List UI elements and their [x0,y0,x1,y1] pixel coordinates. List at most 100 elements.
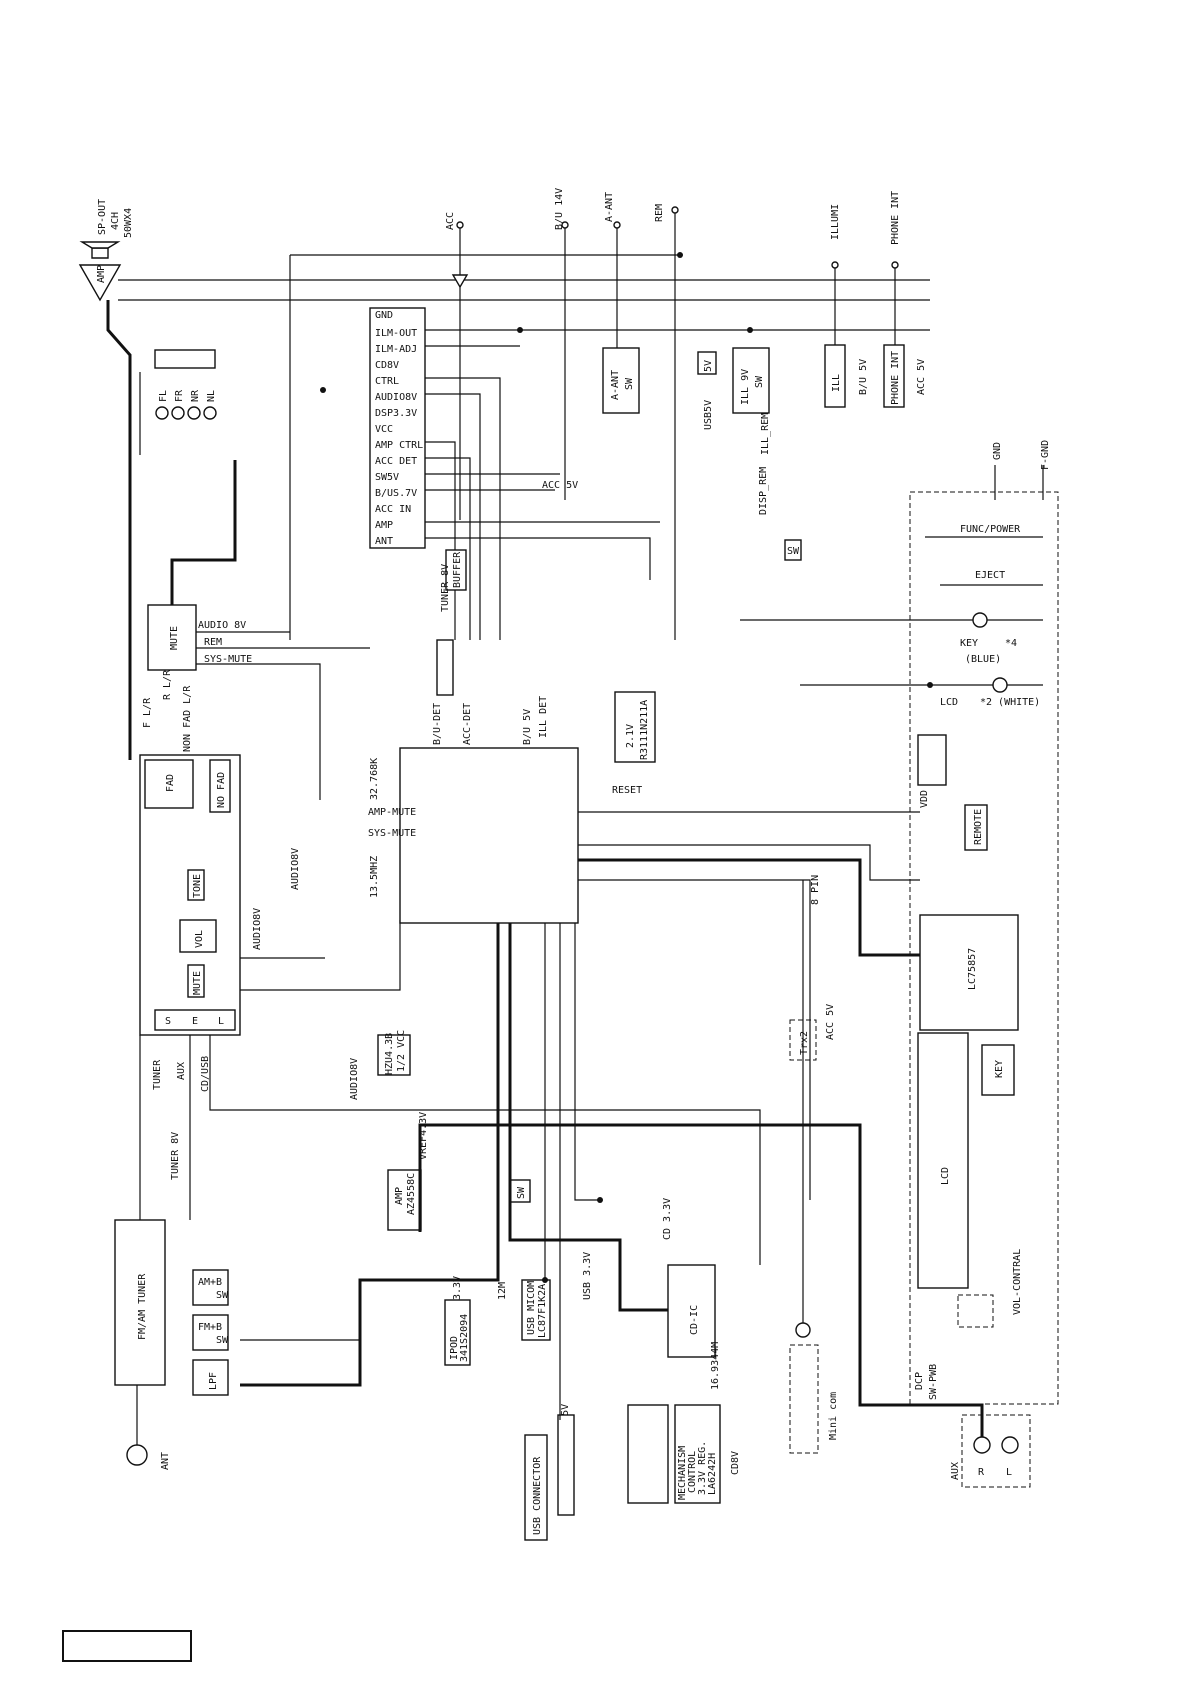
svg-text:ILM-OUT: ILM-OUT [375,328,417,339]
svg-text:2.1V: 2.1V [625,724,636,748]
svg-text:Trx2: Trx2 [799,1031,810,1055]
svg-text:AUDIO8V: AUDIO8V [290,848,301,890]
illumi-input: ILLUMI [830,204,841,240]
aux-jack-box [961,1414,1031,1488]
svg-text:FAD: FAD [165,774,176,792]
svg-text:F-GND: F-GND [1040,440,1051,470]
svg-text:B/U-DET: B/U-DET [432,703,443,745]
svg-text:SW: SW [754,375,765,388]
svg-text:CD8V: CD8V [730,1451,741,1475]
svg-text:32.768K: 32.768K [369,758,380,800]
svg-text:FM+B: FM+B [198,1322,222,1333]
no-fad-block [209,759,231,813]
svg-text:ACC 5V: ACC 5V [916,359,927,395]
svg-text:USB MICOM: USB MICOM [526,1281,537,1335]
svg-text:KEY: KEY [994,1060,1005,1078]
svg-text:IPOD: IPOD [449,1336,460,1360]
svg-text:DCP: DCP [914,1372,925,1390]
mini-com-box [789,1344,819,1454]
svg-text:L: L [1006,1467,1012,1478]
svg-text:SW5V: SW5V [375,472,399,483]
svg-text:ILM-ADJ: ILM-ADJ [375,344,417,355]
svg-text:GND: GND [375,310,393,321]
svg-text:B/U 5V: B/U 5V [522,709,533,745]
svg-text:3.3V: 3.3V [452,1276,463,1300]
fr-label: FR [174,389,185,402]
svg-text:*4: *4 [1005,638,1017,649]
svg-text:1/2 VCC: 1/2 VCC [396,1030,407,1072]
mute2-block [187,964,205,998]
bu-det-resistor [436,639,454,696]
usb-micom [521,1279,551,1341]
svg-text:5V: 5V [703,360,714,372]
svg-text:REM: REM [204,637,222,648]
svg-text:LC87F1K2A: LC87F1K2A [537,1284,548,1338]
svg-text:AMP: AMP [394,1187,405,1205]
svg-text:LA6242H: LA6242H [707,1453,718,1495]
svg-text:FUNC/POWER: FUNC/POWER [960,524,1021,535]
svg-text:ACC-DET: ACC-DET [462,703,473,745]
svg-text:ILL DET: ILL DET [538,696,549,738]
svg-text:AM+B: AM+B [198,1277,222,1288]
svg-text:VREF4.3V: VREF4.3V [418,1112,429,1160]
svg-text:LCD: LCD [940,697,958,708]
amp-az4558 [387,1169,422,1231]
svg-text:SW: SW [216,1335,229,1346]
mute-block [147,604,197,671]
tone-block [187,869,205,901]
svg-text:AUX: AUX [176,1062,187,1080]
svg-text:ILL: ILL [831,374,842,392]
svg-text:MUTE: MUTE [192,971,203,995]
svg-text:AUX: AUX [950,1462,961,1480]
amp-label: AMP [96,265,107,283]
5v-box [697,351,717,375]
cd-ic [667,1264,716,1358]
phone-int-box [883,344,905,408]
svg-text:TONE: TONE [192,874,203,898]
svg-text:R L/R: R L/R [162,669,173,700]
input-select [154,1009,236,1031]
lcd-display [917,1032,969,1289]
phone-int-input: PHONE INT [890,191,901,245]
lpf-block [192,1359,229,1396]
usb-connector [524,1434,548,1541]
svg-text:VDD: VDD [919,790,930,808]
svg-text:B/U 5V: B/U 5V [858,359,869,395]
svg-text:CD-IC: CD-IC [689,1305,700,1335]
vol-contral-label: VOL-CONTRAL [1012,1249,1023,1315]
svg-text:LC75857: LC75857 [967,948,978,990]
svg-text:B/US.7V: B/US.7V [375,488,417,499]
svg-text:AUDIO 8V: AUDIO 8V [198,620,246,631]
svg-text:CONTROL: CONTROL [687,1451,698,1493]
mini-com-connector [795,1322,811,1338]
svg-text:AUDIO8V: AUDIO8V [375,392,417,403]
remote-box [964,804,988,851]
svg-text:RESET: RESET [612,785,642,796]
acc-input: ACC [445,212,456,230]
svg-text:LCD: LCD [940,1167,951,1185]
svg-text:AUDIO8V: AUDIO8V [349,1058,360,1100]
sp-ch-label: 4CH [110,212,121,230]
ipod-ic [444,1299,471,1366]
fl-label: FL [158,390,169,402]
svg-text:AUDIO8V: AUDIO8V [252,908,263,950]
svg-text:R: R [978,1467,985,1478]
svg-text:S: S [165,1016,171,1027]
svg-text:ANT: ANT [375,536,393,547]
svg-text:341S2094: 341S2094 [459,1314,470,1362]
svg-text:VCC: VCC [375,424,393,435]
svg-text:ACC IN: ACC IN [375,504,411,515]
svg-text:ILL 9V: ILL 9V [740,369,751,405]
svg-text:CD 3.3V: CD 3.3V [662,1198,673,1240]
speaker-output: AMP SP-OUT 4CH 50WX4 [78,199,134,302]
a-ant-switch [602,347,640,414]
lcd-resistor [917,734,947,786]
buffer-box [445,549,467,591]
usb5v-label: USB5V [703,400,714,430]
bu14v-input: B/U 14V [554,188,565,230]
top-inputs: ACC B/U 14V A-ANT REM ILLUMI PHONE INT [445,188,901,640]
svg-text:R3111N211A: R3111N211A [639,700,650,760]
dcp-board [909,491,1059,1405]
svg-text:16.9344M: 16.9344M [710,1342,721,1390]
